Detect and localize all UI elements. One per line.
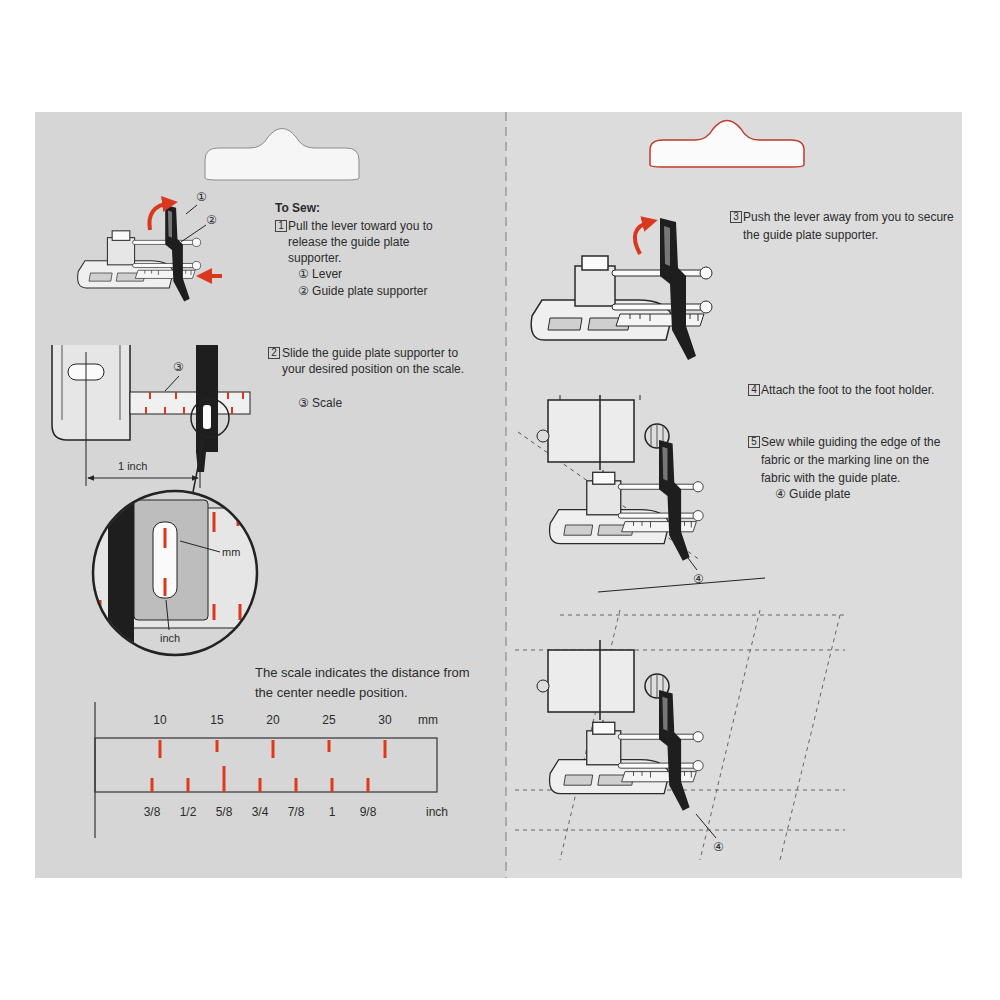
- step-text: Push the lever away from you to secure t…: [743, 208, 958, 244]
- zoom-detail: [93, 491, 257, 655]
- scale-front-figure: [88, 478, 198, 479]
- zoom-detail: [134, 500, 208, 620]
- note-text: The scale indicates the distance from th…: [255, 663, 473, 703]
- step-text: Pull the lever toward you to release the…: [288, 218, 466, 266]
- scale-number: 1: [329, 805, 336, 819]
- scale-number: 9/8: [360, 805, 377, 819]
- zoom-detail: [153, 522, 177, 598]
- scale-front-figure: [191, 399, 229, 437]
- callout-number: ②: [206, 213, 217, 227]
- card-panels: [506, 112, 962, 878]
- foot-release-figure: [181, 205, 206, 242]
- callout-number: ①: [196, 190, 207, 204]
- quilting-figure: [515, 610, 845, 860]
- step-text: Sew while guiding the edge of the fabric…: [761, 433, 957, 487]
- scale-front-figure: [203, 405, 211, 429]
- scale-number: 25: [322, 713, 335, 727]
- card-panels: [35, 112, 506, 878]
- scale-front-figure: [165, 376, 179, 391]
- foot-release-figure: [149, 203, 170, 230]
- card-panels: [505, 112, 507, 878]
- part-name: ③ Scale: [298, 396, 342, 410]
- scale-number: 5/8: [216, 805, 233, 819]
- scale-front-figure: [52, 345, 250, 492]
- scale-front-figure: [52, 345, 130, 440]
- scale-chart: [160, 740, 385, 758]
- quilting-figure: [548, 650, 634, 712]
- step-number-box: 1: [275, 220, 287, 232]
- foot-release-figure: [78, 203, 222, 302]
- callout-number: ④: [713, 840, 724, 854]
- sewing-figure: [550, 440, 704, 561]
- callout-number: ④: [693, 572, 704, 586]
- scale-number: 3/4: [252, 805, 269, 819]
- sewing-figure: [598, 578, 765, 592]
- scale-front-figure: [193, 436, 204, 492]
- foot-secure-figure: [635, 222, 650, 254]
- scale-number: 30: [378, 713, 391, 727]
- card-panels: [650, 121, 804, 168]
- scale-label: mm: [222, 546, 240, 559]
- unit-label: mm: [418, 713, 438, 727]
- callout-number: ③: [173, 360, 184, 374]
- step-text: Attach the foot to the foot holder.: [761, 381, 941, 399]
- foot-secure-figure: [531, 218, 712, 360]
- part-name: ① Lever: [298, 267, 342, 281]
- quilting-figure: [599, 640, 601, 720]
- dimension-label: 1 inch: [118, 460, 147, 473]
- scale-number: 15: [210, 713, 223, 727]
- step-number-box: 3: [730, 211, 742, 223]
- scale-label: inch: [160, 632, 180, 645]
- foot-release-figure: [78, 205, 201, 302]
- zoom-detail: [166, 541, 220, 630]
- sewing-figure: [599, 395, 601, 470]
- scale-chart: [95, 738, 437, 792]
- card-panels: [35, 112, 962, 878]
- scale-front-figure: [130, 392, 250, 414]
- scale-number: 20: [266, 713, 279, 727]
- foot-release-figure: [204, 274, 222, 278]
- section-heading: To Sew:: [275, 201, 320, 215]
- step-number: 3: [733, 212, 739, 222]
- scale-front-figure: [86, 352, 87, 486]
- step-number: 5: [751, 437, 757, 447]
- sewing-figure: [537, 430, 549, 442]
- scale-chart: [95, 702, 437, 838]
- scale-number: 1/2: [180, 805, 197, 819]
- step-number-box: 2: [268, 347, 280, 359]
- part-name: ④ Guide plate: [775, 487, 850, 501]
- sewing-figure: [548, 400, 634, 462]
- quilting-figure: [515, 610, 845, 860]
- step-number: 4: [751, 385, 757, 395]
- step-number: 1: [278, 221, 284, 231]
- sewing-figure: [688, 558, 697, 570]
- zoom-detail: [164, 528, 167, 596]
- sewing-figure: [518, 395, 765, 592]
- card-panels: [205, 129, 359, 181]
- step-number: 2: [271, 348, 277, 358]
- zoom-detail: [80, 480, 280, 680]
- scale-front-figure: [62, 345, 120, 420]
- scale-number: 7/8: [288, 805, 305, 819]
- step-number-box: 5: [748, 436, 760, 448]
- scale-number: 3/8: [144, 805, 161, 819]
- quilting-figure: [550, 690, 704, 811]
- step-text: Slide the guide plate supporter to your …: [282, 345, 478, 377]
- scale-front-figure: [146, 392, 243, 414]
- step-number-box: 4: [748, 384, 760, 396]
- scale-front-figure: [200, 454, 201, 488]
- quilting-figure: [537, 680, 549, 692]
- scale-chart: [152, 766, 368, 792]
- unit-label: inch: [426, 805, 448, 819]
- part-name: ② Guide plate supporter: [298, 284, 428, 298]
- quilting-figure: [696, 814, 716, 838]
- scale-number: 10: [153, 713, 166, 727]
- foot-secure-figure: [531, 218, 712, 360]
- zoom-detail: [80, 480, 280, 680]
- scale-front-figure: [196, 345, 218, 472]
